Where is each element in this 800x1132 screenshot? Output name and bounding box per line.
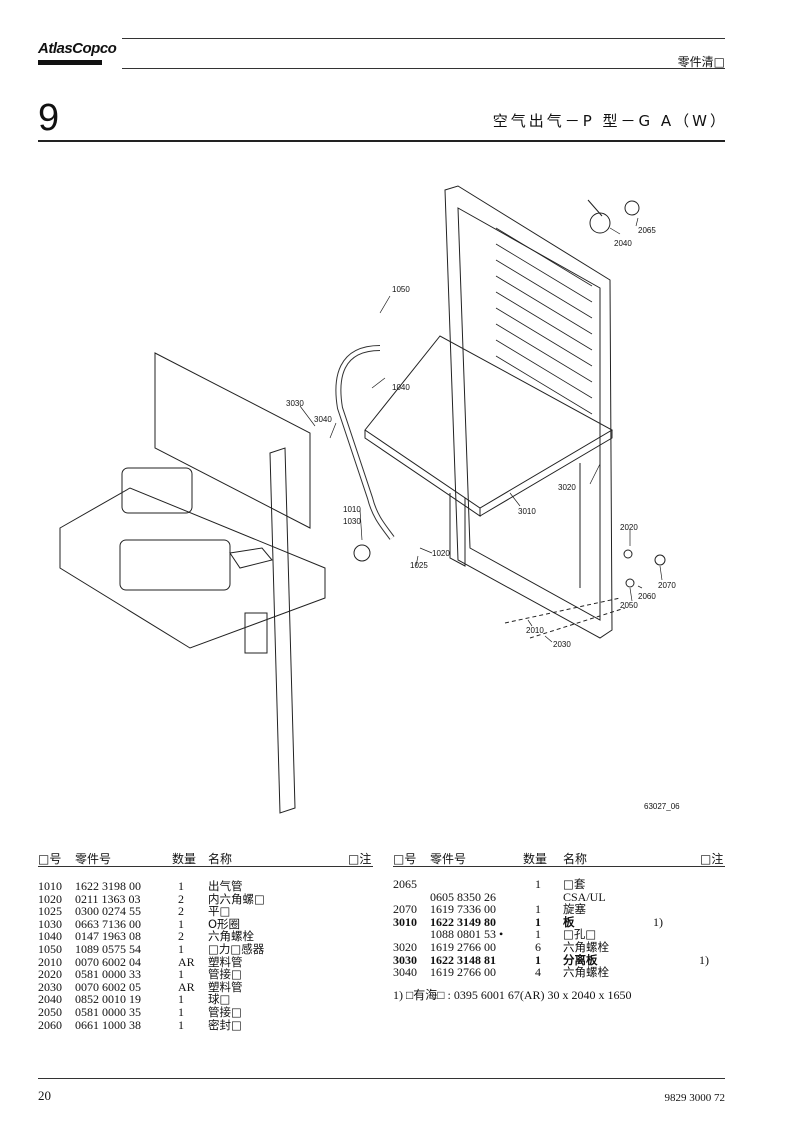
figure-number: 63027_06 xyxy=(644,802,680,811)
header-rule-top xyxy=(122,38,725,39)
callout-1020: 1020 xyxy=(432,549,450,558)
callout-3020: 3020 xyxy=(558,483,576,492)
header-rule-bottom xyxy=(38,140,725,142)
right-col-name: 名称 xyxy=(563,852,588,866)
doc-type: 零件清□ xyxy=(677,55,725,69)
callout-2040: 2040 xyxy=(614,239,632,248)
left-col-name: 名称 xyxy=(208,852,233,866)
section-title: 空气出气－P 型－G A（W） xyxy=(492,112,728,130)
base-frame xyxy=(59,487,326,649)
table-row: 1088 0801 53 •1□孔□ xyxy=(430,927,597,942)
callout-1010: 1010 xyxy=(343,505,361,514)
callout-1050: 1050 xyxy=(392,285,410,294)
footnote: 1) □有海□ : 0395 6001 67(AR) 30 x 2040 x 1… xyxy=(393,987,632,1002)
callout-1025: 1025 xyxy=(410,561,428,570)
callout-3010: 3010 xyxy=(518,507,536,516)
callout-2010: 2010 xyxy=(526,626,544,635)
right-header-rule xyxy=(393,866,725,867)
callout-3030: 3030 xyxy=(286,399,304,408)
frame-panel xyxy=(444,185,613,639)
callout-2020: 2020 xyxy=(620,523,638,532)
separation-panel xyxy=(154,352,311,529)
callout-3040: 3040 xyxy=(314,415,332,424)
document-number: 9829 3000 72 xyxy=(664,1092,726,1104)
callout-2050: 2050 xyxy=(620,601,638,610)
callout-2060: 2060 xyxy=(638,592,656,601)
callout-2070: 2070 xyxy=(658,581,676,590)
right-col-part: 零件号 xyxy=(430,852,467,866)
left-header-rule xyxy=(38,866,373,867)
callout-2030: 2030 xyxy=(553,640,571,649)
footer-rule xyxy=(38,1078,725,1079)
atlas-copco-logo: AtlasCopco xyxy=(38,40,117,57)
header-rule-mid xyxy=(122,68,725,69)
left-col-note: □注 xyxy=(348,852,372,866)
callout-2065: 2065 xyxy=(638,226,656,235)
right-col-pos: □号 xyxy=(393,852,417,866)
logo-bar xyxy=(38,60,102,65)
callout-1040: 1040 xyxy=(392,383,410,392)
right-col-qty: 数量 xyxy=(523,852,548,866)
callout-1030: 1030 xyxy=(343,517,361,526)
right-col-note: □注 xyxy=(700,852,724,866)
left-col-pos: □号 xyxy=(38,852,62,866)
ball-valve xyxy=(589,212,611,234)
exploded-view-drawing: 1050 1040 3030 3040 1010 1030 1020 1025 … xyxy=(59,185,680,814)
page-number: 20 xyxy=(38,1088,51,1103)
left-col-qty: 数量 xyxy=(172,852,197,866)
left-col-part: 零件号 xyxy=(75,852,112,866)
chapter-number: 9 xyxy=(38,97,60,139)
